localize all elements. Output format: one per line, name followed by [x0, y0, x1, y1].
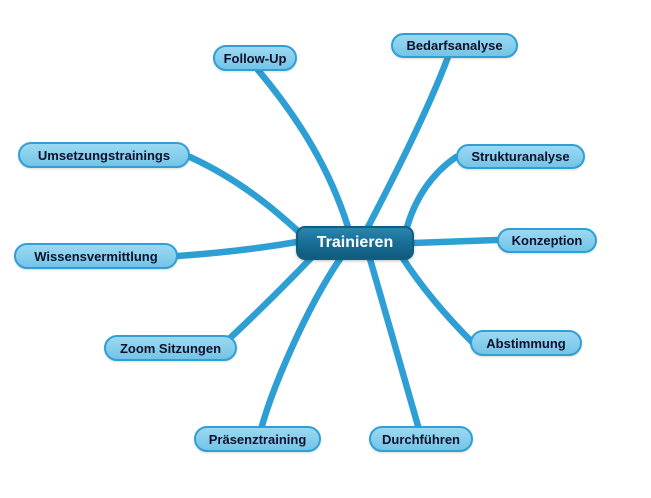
node-label: Strukturanalyse	[471, 149, 570, 164]
connector-follow-up	[254, 66, 352, 231]
node-wissensvermittlung[interactable]: Wissensvermittlung	[14, 243, 178, 269]
node-label: Follow-Up	[223, 50, 287, 66]
node-label: Abstimmung	[486, 335, 566, 351]
connector-bedarfsanalyse	[364, 53, 452, 231]
node-zoom-sitzungen[interactable]: Zoom Sitzungen	[104, 335, 237, 361]
connector-konzeption	[409, 236, 501, 247]
node-praesenztraining[interactable]: Präsenztraining	[194, 426, 321, 452]
node-label: Zoom Sitzungen	[119, 340, 222, 356]
connector-durchfuehren	[366, 255, 422, 430]
node-umsetzungstrainings[interactable]: Umsetzungstrainings	[18, 142, 190, 168]
node-label: Präsenztraining	[208, 431, 307, 447]
connector-wissensvermittlung	[174, 238, 301, 260]
node-abstimmung[interactable]: Abstimmung	[470, 330, 582, 356]
node-label: Bedarfsanalyse	[406, 38, 503, 53]
node-bedarfsanalyse[interactable]: Bedarfsanalyse	[391, 33, 518, 58]
connector-zoom-sitzungen	[224, 252, 317, 344]
node-follow-up[interactable]: Follow-Up	[213, 45, 297, 71]
node-label: Konzeption	[511, 233, 583, 248]
node-label: Durchführen	[382, 431, 460, 447]
center-node-trainieren[interactable]: Trainieren	[296, 226, 414, 260]
node-strukturanalyse[interactable]: Strukturanalyse	[456, 144, 585, 169]
connector-strukturanalyse	[403, 153, 460, 231]
connector-praesenztraining	[258, 255, 344, 430]
node-durchfuehren[interactable]: Durchführen	[369, 426, 473, 452]
connector-abstimmung	[398, 253, 476, 346]
connector-umsetzungstrainings	[186, 153, 304, 237]
node-konzeption[interactable]: Konzeption	[497, 228, 597, 253]
center-node-label: Trainieren	[316, 234, 394, 251]
node-label: Wissensvermittlung	[34, 248, 158, 264]
node-label: Umsetzungstrainings	[37, 147, 171, 163]
